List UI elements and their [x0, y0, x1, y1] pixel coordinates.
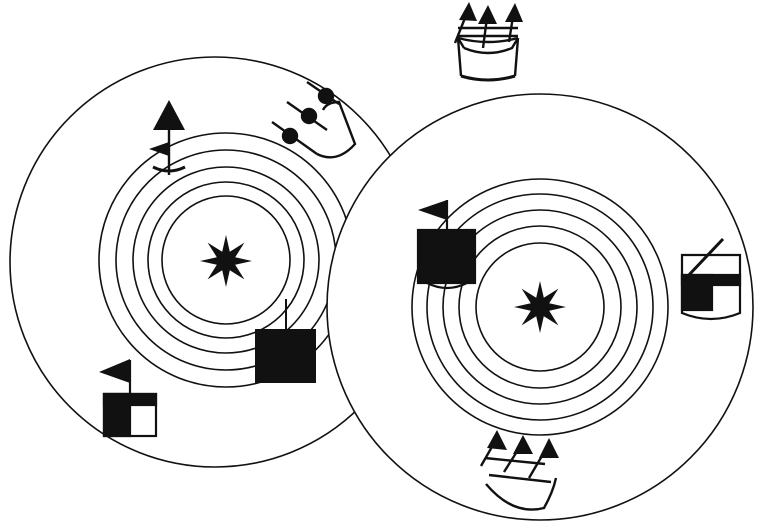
triple-ball-cup-icon — [272, 82, 355, 157]
flag-square-icon — [99, 359, 156, 436]
eight-point-star-icon — [200, 235, 252, 287]
arrow-flag-stand-icon — [149, 100, 185, 175]
star-shape — [514, 281, 566, 333]
triple-arrow-cup-icon — [455, 2, 523, 80]
eight-point-star-icon — [514, 281, 566, 333]
star-shape — [200, 235, 252, 287]
